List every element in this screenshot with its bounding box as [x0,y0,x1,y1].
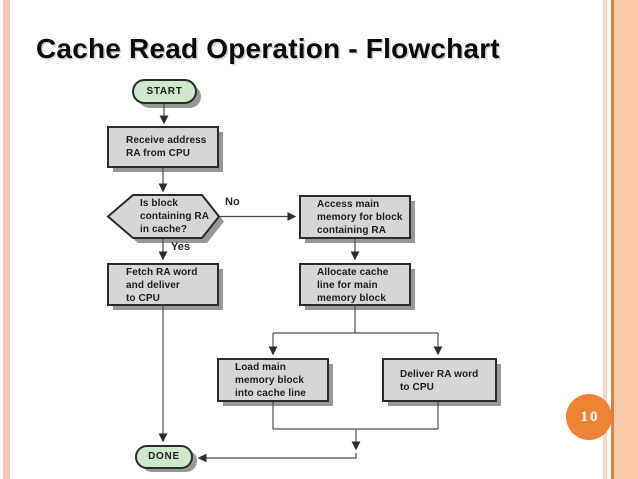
access-node-text: Access main memory for block containing … [317,198,403,237]
access-node [299,195,411,239]
text-line: Access main [317,199,380,210]
fetch-node-text: Fetch RA word and deliver to CPU [126,266,198,305]
text-line: containing RA [317,225,387,236]
done-node [135,445,193,469]
allocate-node-text: Allocate cache line for main memory bloc… [317,266,388,305]
load-node [217,358,329,402]
text-line: Deliver RA word [400,369,479,380]
start-node-label: START [146,86,183,97]
text-line: in cache? [140,224,188,235]
decision-node [106,194,221,239]
text-line: memory for block [317,212,403,223]
fetch-node [107,263,219,306]
receive-node [107,126,219,168]
text-line: Allocate cache [317,267,389,278]
nodes [106,79,497,469]
deliver-node [382,358,497,402]
text-line: line for main [317,280,378,291]
right-accent-stripe-light [603,0,607,479]
text-line: memory block [317,293,387,304]
start-node [132,79,197,104]
text-line: Load main [235,362,286,373]
text-line: Is block [140,198,179,209]
text-line: into cache line [235,388,306,399]
decision-node-text: Is block containing RA in cache? [140,197,209,236]
text-line: Receive address [126,135,207,146]
receive-node-text: Receive address RA from CPU [126,134,206,160]
load-node-text: Load main memory block into cache line [235,361,306,400]
text-line: Fetch RA word [126,267,198,278]
edge-label-yes: Yes [171,241,190,253]
done-node-label: DONE [148,451,180,462]
edge-join-done [197,453,357,463]
text-line: to CPU [400,382,434,393]
text-line: containing RA [140,211,210,222]
text-line: RA from CPU [126,148,191,159]
connectors [158,103,443,463]
right-accent-band [614,0,638,479]
text-line: memory block [235,375,305,386]
edge-label-no: No [225,196,240,208]
deliver-node-text: Deliver RA word to CPU [400,368,478,394]
allocate-node [299,263,411,306]
left-accent-stripe [3,0,10,479]
right-accent-stripe-dark [611,0,614,479]
text-line: and deliver [126,280,180,291]
text-line: to CPU [126,293,160,304]
page-number-badge: 10 [566,394,612,440]
page-title: Cache Read Operation - Flowchart [36,33,500,64]
